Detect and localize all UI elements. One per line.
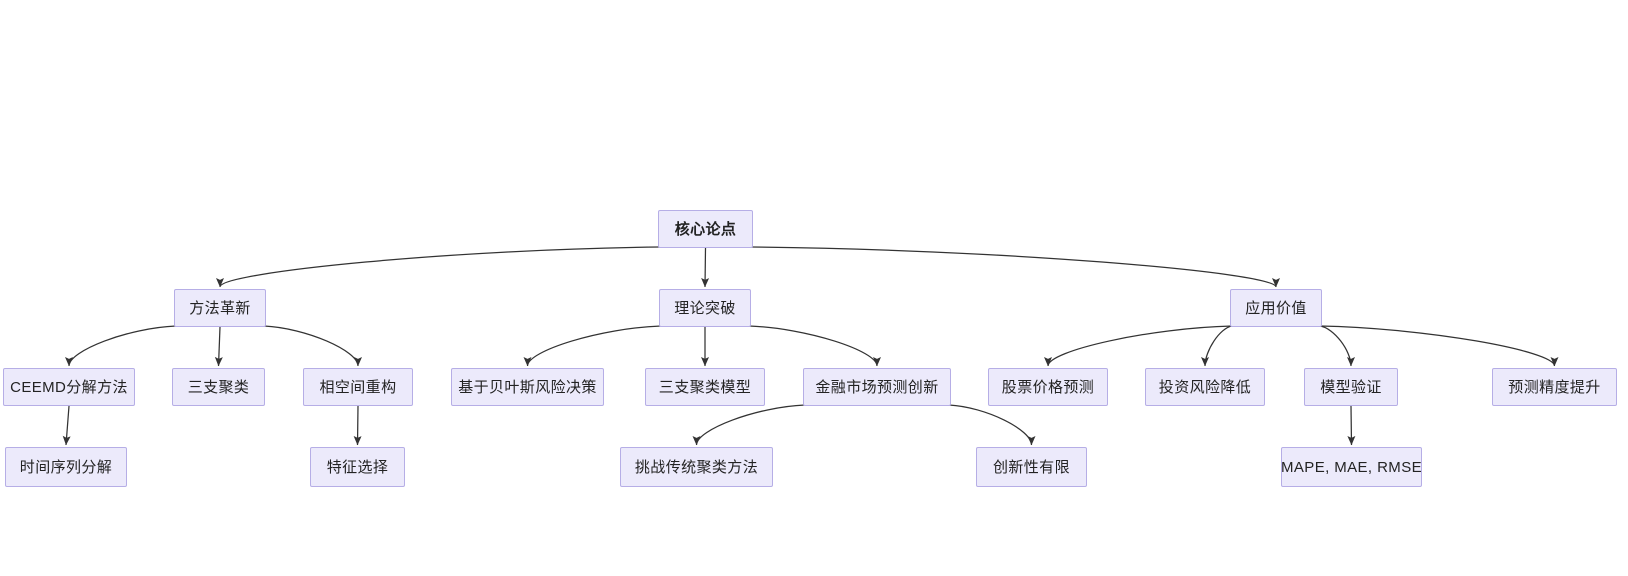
mindmap-node-label: 股票价格预测 <box>1001 378 1095 396</box>
mindmap-node-phase[interactable]: 相空间重构 <box>303 368 413 406</box>
mindmap-node-label: 模型验证 <box>1320 378 1382 396</box>
mindmap-node-label: 创新性有限 <box>992 458 1070 476</box>
mindmap-node-value[interactable]: 应用价值 <box>1230 289 1322 327</box>
edge-root-to-theory <box>701 247 710 288</box>
edge-method-to-phase <box>263 325 362 367</box>
mindmap-node-label: 理论突破 <box>674 299 736 317</box>
mindmap-node-label: MAPE, MAE, RMSE <box>1280 458 1423 476</box>
mindmap-node-twmodel[interactable]: 三支聚类模型 <box>645 368 765 406</box>
edge-root-to-value <box>750 246 1280 288</box>
mindmap-node-label: 基于贝叶斯风险决策 <box>458 378 597 396</box>
mindmap-node-stock[interactable]: 股票价格预测 <box>988 368 1108 406</box>
mindmap-node-challenge[interactable]: 挑战传统聚类方法 <box>620 447 773 487</box>
mindmap-node-label: 应用价值 <box>1245 299 1307 317</box>
mindmap-node-label: 预测精度提升 <box>1508 378 1601 396</box>
edge-value-to-risk <box>1201 325 1233 367</box>
edge-value-to-accuracy <box>1319 325 1559 367</box>
mindmap-node-threeway[interactable]: 三支聚类 <box>172 368 265 406</box>
mindmap-node-finance[interactable]: 金融市场预测创新 <box>803 368 951 406</box>
edge-root-to-method <box>216 246 661 288</box>
mindmap-node-label: 相空间重构 <box>319 378 397 396</box>
edge-value-to-validate <box>1319 325 1355 367</box>
edge-validate-to-metrics <box>1347 405 1356 446</box>
mindmap-node-accuracy[interactable]: 预测精度提升 <box>1492 368 1617 406</box>
edge-ceemd-to-tsdecomp <box>62 405 71 446</box>
mindmap-node-root[interactable]: 核心论点 <box>658 210 753 248</box>
mindmap-node-label: 投资风险降低 <box>1158 378 1252 396</box>
mindmap-node-bayes[interactable]: 基于贝叶斯风险决策 <box>451 368 604 406</box>
mindmap-node-metrics[interactable]: MAPE, MAE, RMSE <box>1281 447 1422 487</box>
mindmap-node-tsdecomp[interactable]: 时间序列分解 <box>5 447 127 487</box>
mindmap-node-label: CEEMD分解方法 <box>10 378 128 396</box>
mindmap-node-limited[interactable]: 创新性有限 <box>976 447 1087 487</box>
mindmap-node-label: 三支聚类模型 <box>658 378 752 396</box>
mindmap-node-label: 金融市场预测创新 <box>815 378 939 396</box>
edge-finance-to-limited <box>948 404 1036 446</box>
mindmap-node-theory[interactable]: 理论突破 <box>659 289 751 327</box>
edge-phase-to-featsel <box>353 405 362 446</box>
mindmap-node-risk[interactable]: 投资风险降低 <box>1145 368 1265 406</box>
edge-value-to-stock <box>1044 325 1233 367</box>
mindmap-node-method[interactable]: 方法革新 <box>174 289 266 327</box>
mindmap-node-featsel[interactable]: 特征选择 <box>310 447 405 487</box>
mindmap-node-ceemd[interactable]: CEEMD分解方法 <box>3 368 135 406</box>
edge-method-to-ceemd <box>65 325 177 367</box>
mindmap-node-label: 核心论点 <box>674 220 737 238</box>
edge-method-to-threeway <box>214 326 223 367</box>
mindmap-node-label: 挑战传统聚类方法 <box>634 458 759 476</box>
edge-theory-to-bayes <box>523 325 662 367</box>
edge-finance-to-challenge <box>692 404 806 446</box>
mindmap-node-label: 方法革新 <box>189 299 251 317</box>
mindmap-node-label: 时间序列分解 <box>19 458 113 476</box>
mindmap-node-label: 特征选择 <box>326 458 389 476</box>
edge-theory-to-finance <box>748 325 881 367</box>
edge-paths <box>62 246 1559 446</box>
mindmap-node-validate[interactable]: 模型验证 <box>1304 368 1398 406</box>
mindmap-node-label: 三支聚类 <box>187 378 250 396</box>
